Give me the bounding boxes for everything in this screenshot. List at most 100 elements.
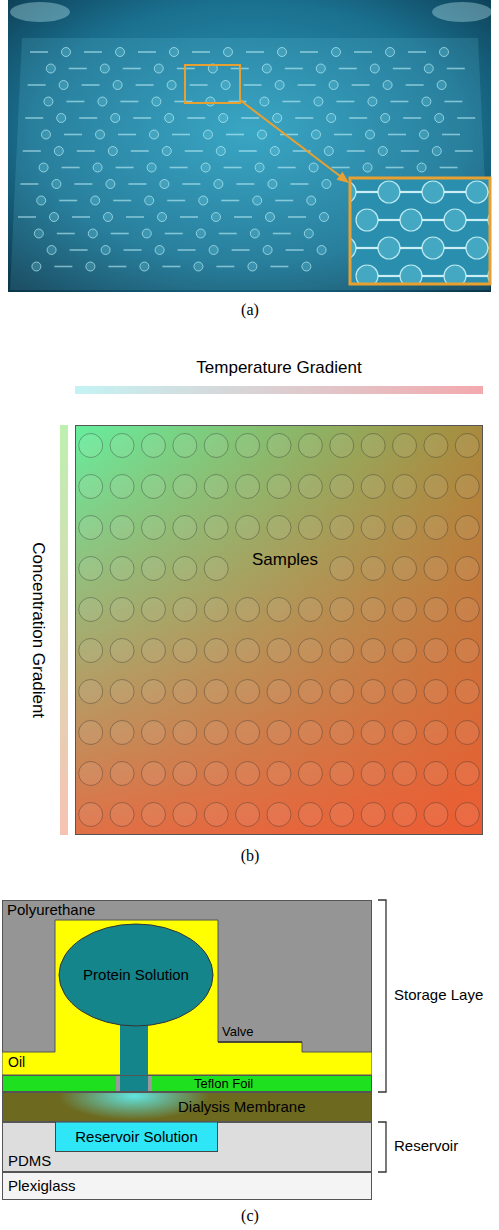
bracket-label: Reservoir: [394, 1137, 458, 1155]
sample-well: [110, 434, 134, 458]
chip-well: [322, 180, 331, 189]
chip-channel: [116, 167, 134, 169]
chip-well: [93, 163, 102, 172]
chip-channel: [285, 68, 303, 70]
sample-well: [204, 680, 228, 704]
sample-well: [361, 557, 385, 581]
chip-well: [440, 48, 449, 57]
sample-well: [204, 762, 228, 786]
chip-well: [150, 130, 159, 139]
sample-well: [393, 721, 417, 745]
sample-well: [110, 475, 134, 499]
sample-well: [361, 434, 385, 458]
chip-channel: [28, 84, 46, 86]
sample-well: [236, 516, 260, 540]
layer-bracket: [378, 1122, 386, 1172]
chip-channel: [400, 247, 422, 249]
chip-channel: [246, 51, 264, 53]
chip-channel: [352, 84, 370, 86]
sample-well: [141, 557, 165, 581]
valve-lip: [218, 1041, 302, 1043]
chip-well: [62, 48, 71, 57]
chip-channel: [378, 275, 400, 277]
sample-well: [79, 680, 103, 704]
chip-well: [255, 163, 264, 172]
sample-well: [110, 803, 134, 827]
chip-well: [86, 262, 95, 271]
sample-well: [361, 598, 385, 622]
part-label: Valve: [222, 1024, 254, 1040]
chip-well: [250, 229, 259, 238]
chip-channel: [57, 233, 75, 235]
sample-well: [79, 598, 103, 622]
sample-well: [204, 516, 228, 540]
chip-channel: [440, 167, 458, 169]
chip-well: [248, 262, 257, 271]
chip-well: [54, 147, 63, 156]
chip-channel: [64, 134, 82, 136]
chip-well: [104, 213, 113, 222]
shape-outline: [75, 425, 483, 835]
chip-well: [155, 246, 164, 255]
photo-glare: [432, 2, 492, 22]
sample-well: [424, 557, 448, 581]
chip-channel: [403, 117, 421, 119]
chip-well: [140, 262, 149, 271]
chip-channel: [349, 117, 367, 119]
sample-well: [361, 475, 385, 499]
chip-well: [219, 114, 228, 123]
chip-channel: [286, 249, 304, 251]
chip-well: [204, 130, 213, 139]
sample-well: [141, 721, 165, 745]
chip-channel: [162, 266, 180, 268]
dialysis-membrane-band: Dialysis Membrane: [2, 1092, 372, 1122]
sample-well: [110, 639, 134, 663]
chip-well: [363, 163, 372, 172]
teflon-hole: [116, 1075, 152, 1092]
chip-channel: [77, 150, 95, 152]
chip-channel: [124, 249, 142, 251]
chip-well: [34, 229, 43, 238]
layer-label: Reservoir Solution: [75, 1128, 198, 1146]
chip-well: [224, 48, 233, 57]
sample-well: [330, 598, 354, 622]
sample-well: [204, 475, 228, 499]
chip-channel: [400, 191, 422, 193]
sample-well: [361, 721, 385, 745]
chip-well: [432, 147, 441, 156]
chip-well: [154, 64, 163, 73]
chip-channel: [54, 266, 72, 268]
layer-label: PDMS: [8, 1152, 51, 1170]
sample-well: [204, 598, 228, 622]
chip-well: [152, 97, 161, 106]
zoom-region-box: [185, 65, 240, 103]
chip-channel: [185, 150, 203, 152]
chip-well: [307, 196, 316, 205]
chip-channel: [178, 249, 196, 251]
sample-well: [110, 557, 134, 581]
chip-channel: [226, 134, 244, 136]
chip-channel: [447, 68, 465, 70]
chip-channel: [126, 216, 144, 218]
sample-well: [330, 639, 354, 663]
chip-well: [46, 64, 55, 73]
chip-channel: [123, 68, 141, 70]
sample-well: [79, 434, 103, 458]
chip-channel: [406, 84, 424, 86]
chip-well: [422, 181, 444, 203]
chip-channel: [339, 68, 357, 70]
sample-well: [455, 516, 479, 540]
layer-label: Teflon Foil: [194, 1075, 253, 1092]
protein-neck: [120, 1018, 148, 1075]
sample-ground-shade: [75, 425, 483, 835]
chip-well: [435, 114, 444, 123]
sample-well: [204, 803, 228, 827]
chip-well: [162, 147, 171, 156]
sample-well: [330, 434, 354, 458]
sample-well: [204, 639, 228, 663]
sample-well: [110, 762, 134, 786]
sample-well: [236, 475, 260, 499]
chip-channel: [356, 247, 378, 249]
sample-well: [267, 639, 291, 663]
sample-well: [298, 680, 322, 704]
